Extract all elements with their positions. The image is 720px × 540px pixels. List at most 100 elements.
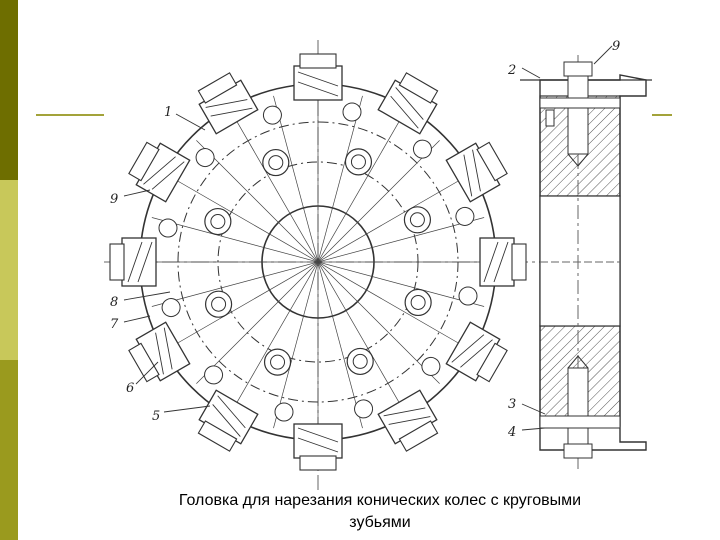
mounting-hole-inner [410,294,426,310]
blade-bolt-head [109,243,125,281]
blade-edge [297,427,339,453]
radial-lines [146,90,490,434]
mounting-hole [204,290,233,318]
blade-group [128,141,215,203]
blade-pin [342,102,362,122]
blade-pin [455,206,475,226]
sidebar-accent-top [0,0,18,180]
blade-group [293,53,362,122]
blade-edge [212,395,246,437]
callout-label-7: 7 [110,317,119,332]
callout-label-4: 4 [507,425,516,440]
blade-bolt-head [197,420,238,452]
mounting-hole-inner [270,354,286,370]
callout-label-9-section: 9 [612,39,620,54]
callout-label-6: 6 [126,381,134,396]
callout-label-9: 9 [110,192,118,207]
top-bolt-shank [567,75,589,155]
blade-pin [412,139,432,159]
figure-caption: Головка для нарезания конических колес с… [100,490,660,534]
mounting-hole-inner [350,154,366,170]
mounting-hole [404,288,432,317]
blade-edge [127,241,153,283]
mounting-hole [263,348,292,376]
blade-bolt-head [299,455,337,471]
accent-line-left [36,114,104,116]
blade-group [421,321,508,383]
blade-edge [205,99,253,117]
bottom-bolt-head [563,443,593,459]
mounting-hole-inner [211,296,227,312]
blade-group [377,72,439,159]
top-bolt-tip [567,153,589,167]
mounting-hole-inner [210,214,226,230]
blade-pin [195,148,215,168]
mounting-hole [344,148,373,176]
front-view [104,40,540,490]
mounting-hole-inner [352,353,368,369]
mounting-hole-inner [268,155,284,171]
blade-bolt-head [398,420,439,452]
bottom-spacer [539,415,621,429]
blade-bolt-head [511,243,527,281]
blade-pin [274,402,294,422]
caption-line-2: зубьями [349,514,411,531]
accent-line-right [652,114,672,116]
section-bore [539,195,621,327]
sidebar-accent-bottom [0,360,18,540]
section-view [520,55,652,470]
blade-group [354,389,439,452]
bottom-bolt-tip [567,355,589,369]
blade-group [274,402,343,471]
callout-label-5: 5 [152,409,160,424]
blade-edge [383,407,431,425]
blade-bolt-head [128,141,160,182]
caption-line-1: Головка для нарезания конических колес с… [178,492,582,509]
callout-label-2: 2 [507,63,516,78]
blade-edge [390,87,424,129]
mounting-hole [403,206,432,234]
blade-bolt-head [299,53,337,69]
blade-pin [158,218,178,238]
mounting-hole [204,207,232,236]
blade-pin [161,298,181,318]
blade-bolt-head [128,342,160,383]
blade-group [458,237,527,306]
blade-pin [262,105,282,125]
blade-bolt-head [476,141,508,182]
blade-edge [451,334,493,368]
blade-edge [297,71,339,97]
blade-edge [463,149,481,197]
blade-bolt-head [476,342,508,383]
callout-label-8: 8 [110,295,118,310]
blade-group [197,72,282,135]
bottom-bolt-shank [567,367,589,445]
blade-pin [458,286,478,306]
blade-bolt-head [398,72,439,104]
blade-pin [204,365,224,385]
mounting-hole-inner [409,212,425,228]
blade-pin [421,356,441,376]
mounting-hole [346,347,374,376]
blade-edge [143,156,185,190]
mounting-holes [204,148,432,376]
leader-lines [123,45,613,431]
blade-group [445,141,508,226]
blade-group [109,218,178,287]
sidebar-accent-middle [0,180,18,360]
blade-bolt-head [197,72,238,104]
top-bolt-head [563,61,593,77]
mounting-hole [262,148,290,177]
callout-label-3: 3 [508,397,516,412]
top-spacer [539,97,621,109]
callout-label-1: 1 [164,105,172,120]
pin-top [545,109,555,127]
blade-groups [109,53,527,471]
blade-edge [483,241,509,283]
blade-edge [155,327,173,375]
blade-pin [354,399,374,419]
blade-group [128,298,191,383]
radial-line [151,217,485,307]
blade-group [197,365,259,452]
